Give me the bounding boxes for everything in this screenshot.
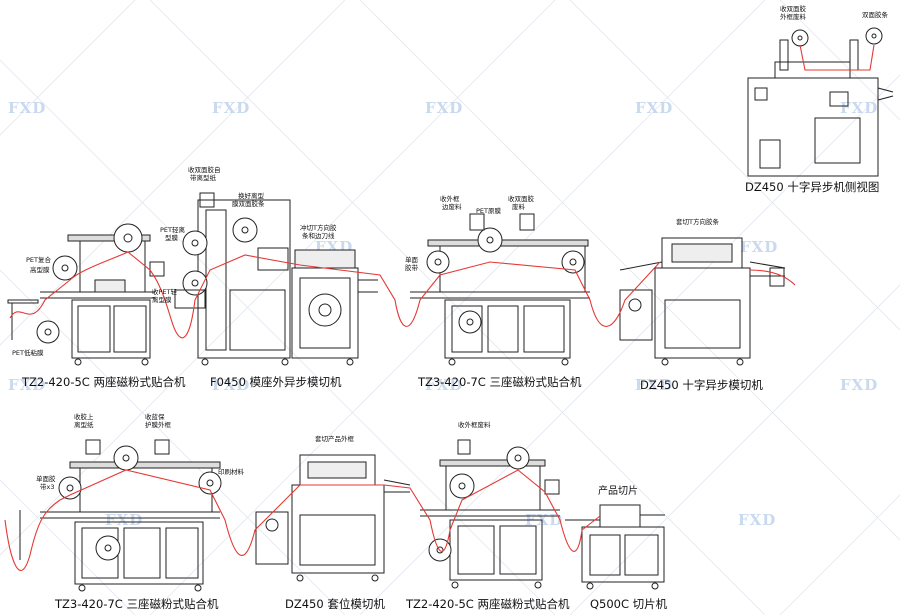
note: 收胶上 [74, 412, 94, 421]
watermark-text: FXD [425, 99, 463, 117]
captions: TZ2-420-5C 两座磁粉式贴合机 F0450 模座外异步模切机 TZ3-4… [21, 180, 879, 611]
caption-dz450-cross: DZ450 十字异步模切机 [640, 378, 763, 392]
note: 收外框废料 [458, 420, 491, 429]
note: 单面 [405, 255, 419, 264]
machine-dz450-register [255, 454, 411, 582]
caption-tz2-bottom: TZ2-420-5C 两座磁粉式贴合机 [405, 597, 570, 611]
watermark-text: FXD [738, 511, 776, 529]
note: 收PET轻 [152, 287, 177, 296]
note: 收双面胶 [780, 4, 807, 13]
note: 单面胶 [36, 474, 56, 483]
machine-f0450 [174, 192, 378, 366]
process-notes: PET复合 高型膜 PET低粘膜 收双面胶自 带离型纸 换好离型 膜双面胶条 P… [12, 4, 889, 497]
lattice-line [569, 284, 900, 615]
note: 套切T方向胶条 [676, 217, 719, 226]
machine-dz450-side [747, 27, 894, 177]
watermark-text: FXD [8, 376, 46, 394]
watermark-text: FXD [425, 376, 463, 394]
watermark-text: FXD [635, 99, 673, 117]
note: 收外框 [440, 194, 460, 203]
machine-q500c [565, 504, 665, 590]
watermark-text: FXD [105, 511, 143, 529]
note: 护膜外框 [145, 420, 172, 429]
lattice-line [0, 0, 346, 346]
note: 膜双面胶条 [232, 199, 265, 208]
note: PET复合 [26, 255, 51, 264]
lattice-line [149, 0, 766, 615]
note: PET轻离 [160, 225, 185, 234]
note: 离型膜 [152, 295, 172, 304]
lattice-line [359, 74, 900, 615]
note: 带x3 [40, 483, 54, 491]
caption-f0450: F0450 模座外异步模切机 [210, 375, 342, 389]
caption-q500c: Q500C 切片机 [590, 597, 668, 611]
note: 换好离型 [238, 191, 265, 200]
watermark-text: FXD [840, 99, 878, 117]
note: 套切产品外框 [315, 434, 355, 443]
caption-tz3-top: TZ3-420-7C 三座磁粉式贴合机 [417, 375, 582, 389]
note: 冲切T方向胶 [300, 223, 337, 232]
watermark-text: FXD [635, 376, 673, 394]
watermark-text: FXD [740, 238, 778, 256]
machine-tz3-top [410, 213, 590, 366]
caption-tz2-top: TZ2-420-5C 两座磁粉式贴合机 [21, 375, 186, 389]
note: 收双面胶 [508, 194, 535, 203]
note: PET原膜 [476, 206, 501, 215]
note-product-slicing: 产品切片 [598, 484, 638, 497]
machine-tz2-top [7, 223, 165, 366]
material-flow-path [4, 44, 875, 571]
note: 带离型纸 [190, 173, 217, 182]
lattice-line [0, 269, 346, 615]
note: 双面胶条 [862, 10, 889, 19]
note: 印刷材料 [218, 467, 245, 476]
note: 胶带 [405, 263, 419, 272]
watermark-text: FXD [212, 376, 250, 394]
note: 条和边刀线 [302, 231, 335, 240]
note: 离型纸 [74, 420, 94, 429]
note: 外框废料 [780, 12, 807, 21]
machine-dz450-cross [619, 237, 786, 366]
watermark-text: FXD [212, 99, 250, 117]
machine-tz3-bottom [19, 439, 222, 592]
note: 收蓝保 [145, 412, 165, 421]
note: 高型膜 [30, 265, 50, 274]
lattice-line [779, 494, 900, 615]
note: 废料 [512, 202, 526, 211]
caption-dz450-side: DZ450 十字异步机侧视图 [745, 180, 879, 194]
note: PET低粘膜 [12, 348, 44, 357]
lattice-line [779, 0, 900, 121]
caption-tz3-bottom: TZ3-420-7C 三座磁粉式贴合机 [54, 597, 219, 611]
lattice-line [0, 0, 136, 136]
lattice-line [0, 479, 136, 615]
watermark-text: FXD [8, 99, 46, 117]
watermark-text: FXD [840, 376, 878, 394]
note: 边废料 [442, 202, 462, 211]
note: 型膜 [165, 233, 179, 242]
caption-dz450-register: DZ450 套位模切机 [285, 597, 385, 611]
note: 收双面胶自 [188, 165, 221, 174]
